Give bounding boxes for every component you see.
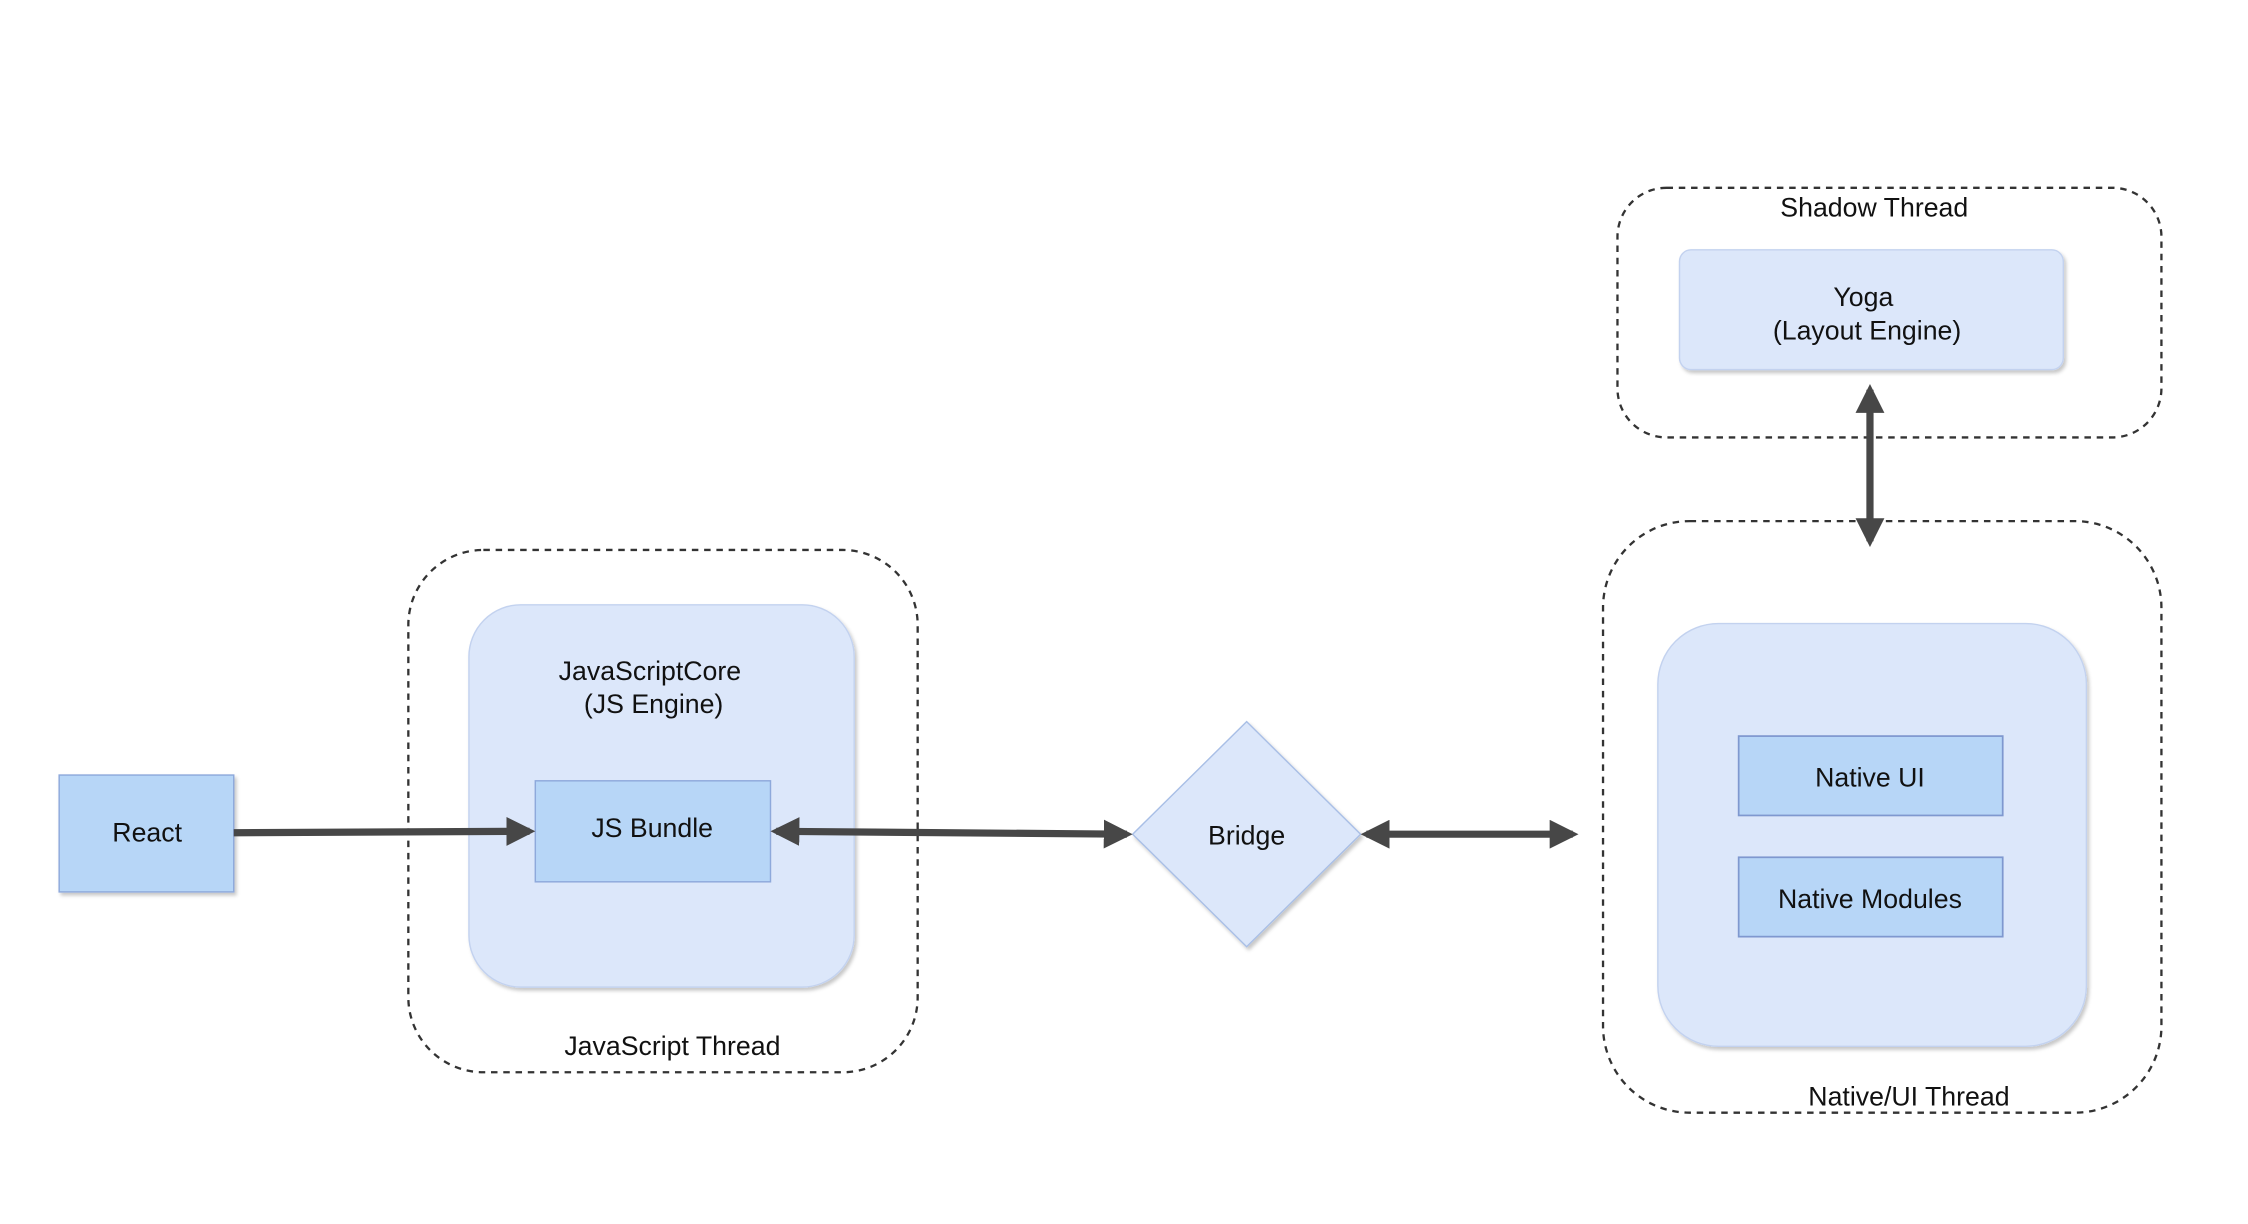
native-modules-box[interactable] <box>1737 856 2004 938</box>
react-box[interactable] <box>58 774 235 893</box>
shadow-thread-label: Shadow Thread <box>1780 193 1968 223</box>
arrow-js-bundle-to-bridge <box>770 817 1133 849</box>
js-engine-label: JavaScriptCore (JS Engine) <box>559 656 749 719</box>
js-engine-title: JavaScriptCore <box>559 656 741 686</box>
js-engine-subtitle: (JS Engine) <box>584 689 723 719</box>
native-panel[interactable] <box>1657 622 2088 1048</box>
native-ui-thread-label: Native/UI Thread <box>1808 1081 2009 1111</box>
native-modules-label: Native Modules <box>1778 884 1962 914</box>
yoga-label: Yoga (Layout Engine) <box>1773 282 1961 345</box>
javascript-thread-boundary <box>407 548 919 1074</box>
shadow-thread-boundary <box>1616 186 2163 439</box>
bridge-label: Bridge <box>1208 820 1285 850</box>
bridge-diamond[interactable] <box>1131 720 1362 948</box>
react-label: React <box>112 817 182 847</box>
js-bundle-label: JS Bundle <box>591 813 713 843</box>
native-ui-label: Native UI <box>1815 763 1925 793</box>
native-ui-box[interactable] <box>1737 735 2004 817</box>
native-ui-thread-boundary <box>1601 519 2163 1114</box>
yoga-title: Yoga <box>1833 282 1893 312</box>
arrow-react-to-js-bundle <box>233 817 536 846</box>
yoga-subtitle: (Layout Engine) <box>1773 315 1961 345</box>
js-bundle-box[interactable] <box>534 780 772 883</box>
javascript-thread-label: JavaScript Thread <box>564 1031 780 1061</box>
yoga-box[interactable] <box>1678 249 2065 371</box>
